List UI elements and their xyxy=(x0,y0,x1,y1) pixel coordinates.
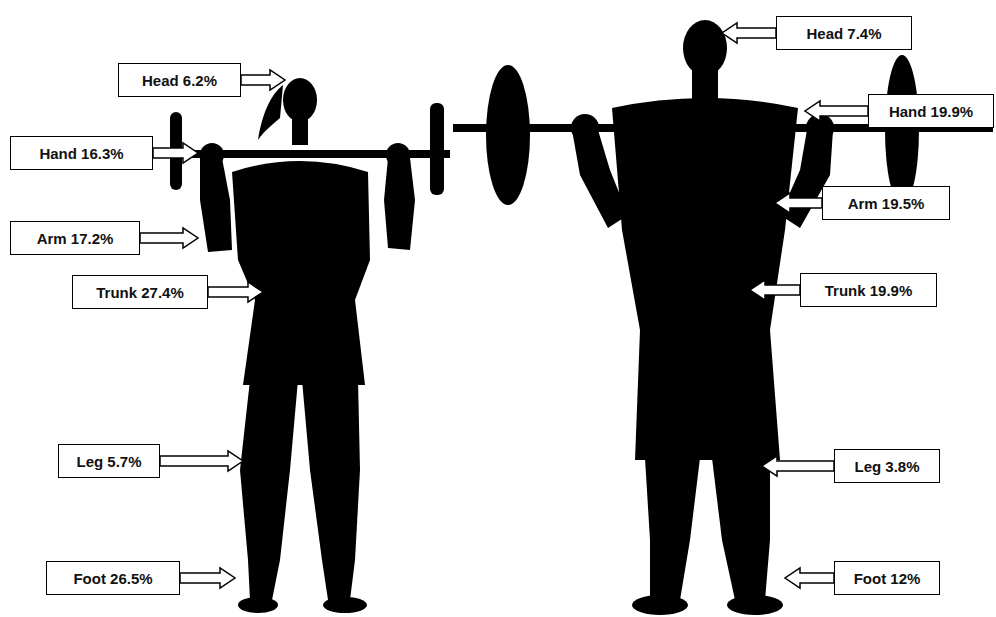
callout-box: Trunk 27.4% xyxy=(72,275,208,309)
leader-arrow xyxy=(785,568,834,588)
callout-box: Hand 16.3% xyxy=(10,136,153,170)
leader-arrow xyxy=(208,282,263,302)
callout-text: Foot 26.5% xyxy=(73,570,152,587)
leader-arrow xyxy=(762,456,834,476)
leader-arrow xyxy=(140,228,198,248)
callout-box: Leg 3.8% xyxy=(834,449,940,483)
callout-box: Head 6.2% xyxy=(118,63,241,97)
weight-plate xyxy=(486,65,530,205)
weight-plate xyxy=(885,55,919,205)
leader-arrow xyxy=(805,101,868,121)
callout-box: Foot 12% xyxy=(834,561,940,595)
callout-text: Leg 5.7% xyxy=(76,453,141,470)
callout-text: Arm 19.5% xyxy=(848,195,925,212)
male-silhouette xyxy=(453,20,993,615)
callout-text: Leg 3.8% xyxy=(854,458,919,475)
callout-text: Head 6.2% xyxy=(142,72,217,89)
callout-box: Arm 17.2% xyxy=(10,221,140,255)
leader-arrow xyxy=(750,280,800,300)
callout-text: Trunk 19.9% xyxy=(825,282,913,299)
callout-text: Hand 19.9% xyxy=(889,103,973,120)
weight-plate xyxy=(430,103,444,195)
leader-arrow xyxy=(722,23,776,43)
callout-box: Arm 19.5% xyxy=(822,186,950,220)
callout-text: Hand 16.3% xyxy=(39,145,123,162)
callout-box: Trunk 19.9% xyxy=(800,273,937,307)
callout-text: Foot 12% xyxy=(854,570,921,587)
callout-box: Foot 26.5% xyxy=(46,561,180,595)
callout-text: Arm 17.2% xyxy=(37,230,114,247)
leader-arrow xyxy=(775,193,822,213)
leader-arrow xyxy=(241,70,285,90)
female-silhouette xyxy=(150,78,450,613)
callout-text: Trunk 27.4% xyxy=(96,284,184,301)
callout-box: Hand 19.9% xyxy=(868,94,994,128)
callout-text: Head 7.4% xyxy=(806,25,881,42)
leader-arrow xyxy=(160,451,243,471)
leader-arrow xyxy=(153,143,198,163)
callout-box: Leg 5.7% xyxy=(58,444,160,478)
callout-box: Head 7.4% xyxy=(776,16,912,50)
leader-arrow xyxy=(180,568,235,588)
